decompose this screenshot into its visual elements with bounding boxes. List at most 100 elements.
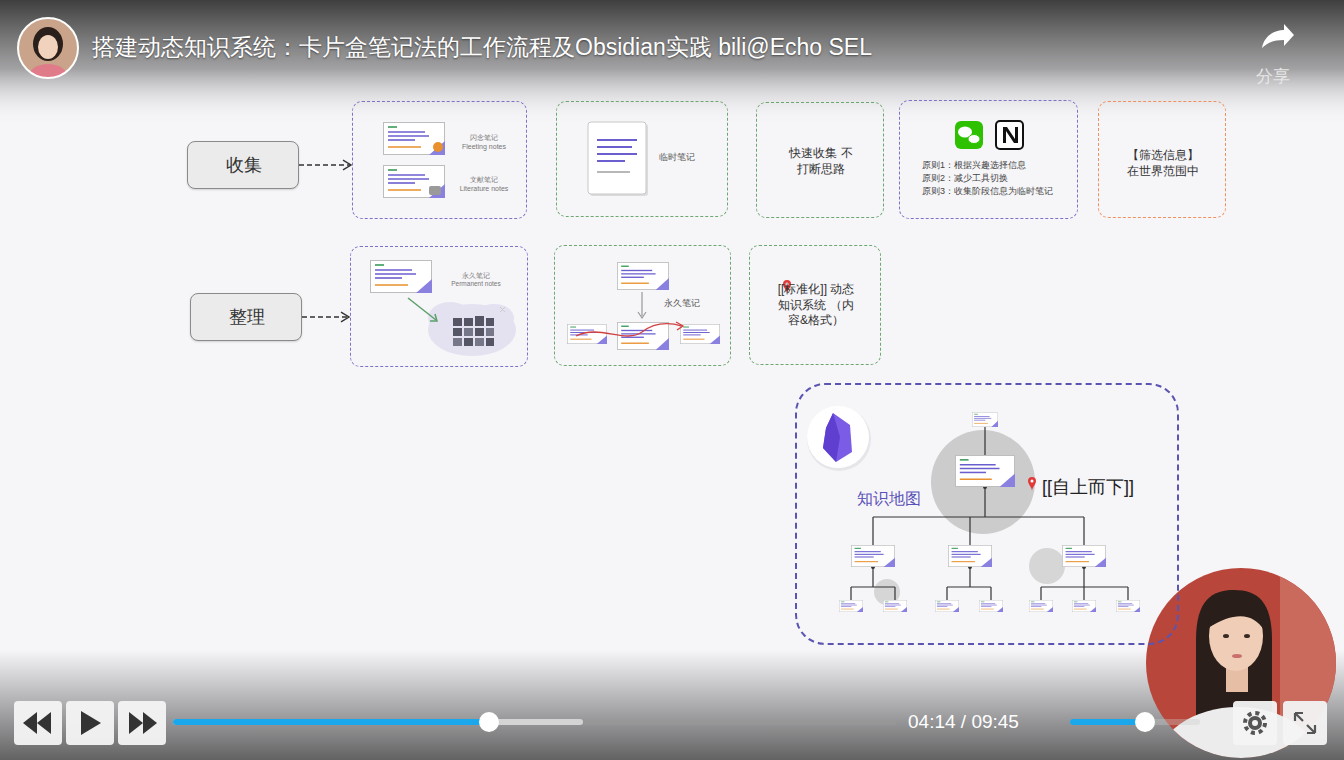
notion-icon bbox=[996, 121, 1023, 149]
note-thumb bbox=[1116, 600, 1140, 612]
text-slot: [[自上而下]] bbox=[1042, 476, 1172, 499]
avatar bbox=[18, 18, 78, 92]
wechat-bubble bbox=[968, 135, 980, 144]
dashed-panel: 快速收集 不打断思路 bbox=[756, 102, 884, 218]
text-slot: 收集 bbox=[188, 142, 300, 190]
presenter-fringe bbox=[1208, 597, 1264, 630]
text-slot: 永久笔记 Permanent notes bbox=[448, 272, 504, 289]
progress-played bbox=[173, 719, 489, 725]
settings-hole bbox=[1252, 720, 1258, 726]
focus-circle bbox=[931, 430, 1035, 534]
note-thumb bbox=[1029, 600, 1053, 612]
tree-lines bbox=[851, 427, 1128, 600]
note-thumb bbox=[883, 600, 907, 612]
slip-box-cell bbox=[464, 328, 473, 336]
green-arrow bbox=[408, 298, 436, 320]
text-slot: 快速收集 不打断思路 bbox=[789, 146, 853, 177]
down-arrow bbox=[641, 292, 642, 316]
bottom-shade bbox=[0, 650, 1344, 760]
tree-line bbox=[947, 567, 991, 600]
presenter-wall bbox=[1280, 560, 1340, 760]
note-thumb bbox=[680, 324, 720, 344]
note-thumb bbox=[617, 262, 669, 290]
note-thumb bbox=[972, 412, 998, 427]
node-text-extra: [[自上而下]] bbox=[1042, 476, 1172, 499]
forward-icon bbox=[143, 712, 157, 734]
node-text: 闪念笔记 Fleeting notes bbox=[459, 133, 509, 151]
doc-line bbox=[597, 160, 625, 162]
progress-track bbox=[173, 719, 897, 725]
note-thumb bbox=[567, 324, 607, 344]
note-thumb bbox=[948, 545, 992, 567]
text-slot: 原则2：减少工具切换 bbox=[922, 173, 1072, 185]
node-text-extra: 原则2：减少工具切换 bbox=[922, 173, 1072, 185]
note-thumb bbox=[384, 166, 446, 199]
link-arrowhead bbox=[676, 322, 683, 330]
down-arrowhead bbox=[638, 312, 646, 318]
dashed-panel: 原则1：根据兴趣选择信息原则2：减少工具切换原则3：收集阶段信息为临时笔记 bbox=[899, 100, 1078, 219]
orange-dot bbox=[433, 142, 443, 152]
progress-knob bbox=[479, 712, 499, 732]
volume-knob bbox=[1135, 712, 1155, 732]
progress-buffer bbox=[173, 719, 583, 725]
slip-box-cell bbox=[486, 328, 494, 336]
share-label: 分享 bbox=[1256, 65, 1290, 88]
note-thumb bbox=[1062, 545, 1106, 567]
slip-box-cell bbox=[486, 338, 494, 346]
text-slot: 原则1：根据兴趣选择信息 bbox=[922, 160, 1072, 172]
tree-line bbox=[1041, 567, 1128, 600]
note-thumb bbox=[839, 600, 863, 612]
avatar-face bbox=[38, 35, 58, 59]
dashed-panel: 永久笔记 Permanent notes bbox=[350, 246, 528, 367]
dashed-panel: 临时笔记 bbox=[556, 101, 728, 217]
text-slot: 闪念笔记 Fleeting notes bbox=[459, 133, 509, 151]
slip-box-cell bbox=[464, 338, 473, 346]
obsidian-facet bbox=[823, 413, 840, 462]
doc-line bbox=[597, 146, 632, 148]
forward-button bbox=[118, 701, 166, 745]
video-title: 搭建动态知识系统：卡片盒笔记法的工作流程及Obsidian实践 bili@Ech… bbox=[92, 32, 872, 63]
volume-level bbox=[1070, 719, 1145, 725]
notion-mark bbox=[1003, 127, 1018, 143]
note-thumb bbox=[979, 600, 1003, 612]
dashed-panel: [[标准化]] 动态知识系统 （内容&格式） bbox=[749, 245, 881, 365]
text-slot: [[标准化]] 动态知识系统 （内容&格式） bbox=[774, 282, 858, 329]
note-thumb bbox=[955, 455, 1015, 487]
presenter bbox=[1140, 560, 1340, 760]
doc-line bbox=[597, 171, 630, 173]
slip-box-cell bbox=[464, 318, 473, 326]
obsidian-logo bbox=[823, 413, 852, 462]
rewind-icon bbox=[23, 712, 37, 734]
text-slot: 文献笔记 Literature notes bbox=[459, 175, 509, 193]
slip-box-cell bbox=[486, 318, 494, 326]
node-text: 快速收集 不打断思路 bbox=[789, 146, 853, 177]
node-text: 永久笔记 Permanent notes bbox=[448, 272, 504, 289]
node-text: [[标准化]] 动态知识系统 （内容&格式） bbox=[774, 282, 858, 329]
dashed-panel: 【筛选信息】 在世界范围中 bbox=[1098, 101, 1226, 218]
note-thumb bbox=[935, 600, 959, 612]
presenter-eye bbox=[1244, 634, 1250, 638]
note-thumb bbox=[851, 545, 895, 567]
dashed-arrow-line bbox=[299, 164, 351, 165]
node-text: 收集 bbox=[226, 154, 262, 177]
logo-shadow bbox=[807, 407, 871, 471]
avatar-hair bbox=[33, 27, 63, 61]
dashed-panel: 闪念笔记 Fleeting notes 文献笔记 Literature notes bbox=[352, 101, 527, 219]
text-slot: 原则3：收集阶段信息为临时笔记 bbox=[922, 186, 1072, 198]
fullscreen-icon bbox=[1295, 713, 1315, 733]
small-icon bbox=[429, 186, 441, 195]
node-text-extra: 文献笔记 Literature notes bbox=[459, 175, 509, 193]
node-text: 【筛选信息】 在世界范围中 bbox=[1123, 148, 1203, 179]
spark bbox=[500, 307, 505, 312]
presenter-mouth bbox=[1232, 654, 1242, 658]
tree-line bbox=[851, 567, 895, 600]
doc-line bbox=[597, 153, 637, 155]
avatar-ring bbox=[18, 18, 78, 78]
settings-gear bbox=[1248, 716, 1262, 730]
settings-button bbox=[1233, 701, 1277, 745]
node-text: 整理 bbox=[229, 306, 265, 329]
logo-disc bbox=[807, 406, 869, 468]
green-arrowhead bbox=[430, 314, 437, 321]
